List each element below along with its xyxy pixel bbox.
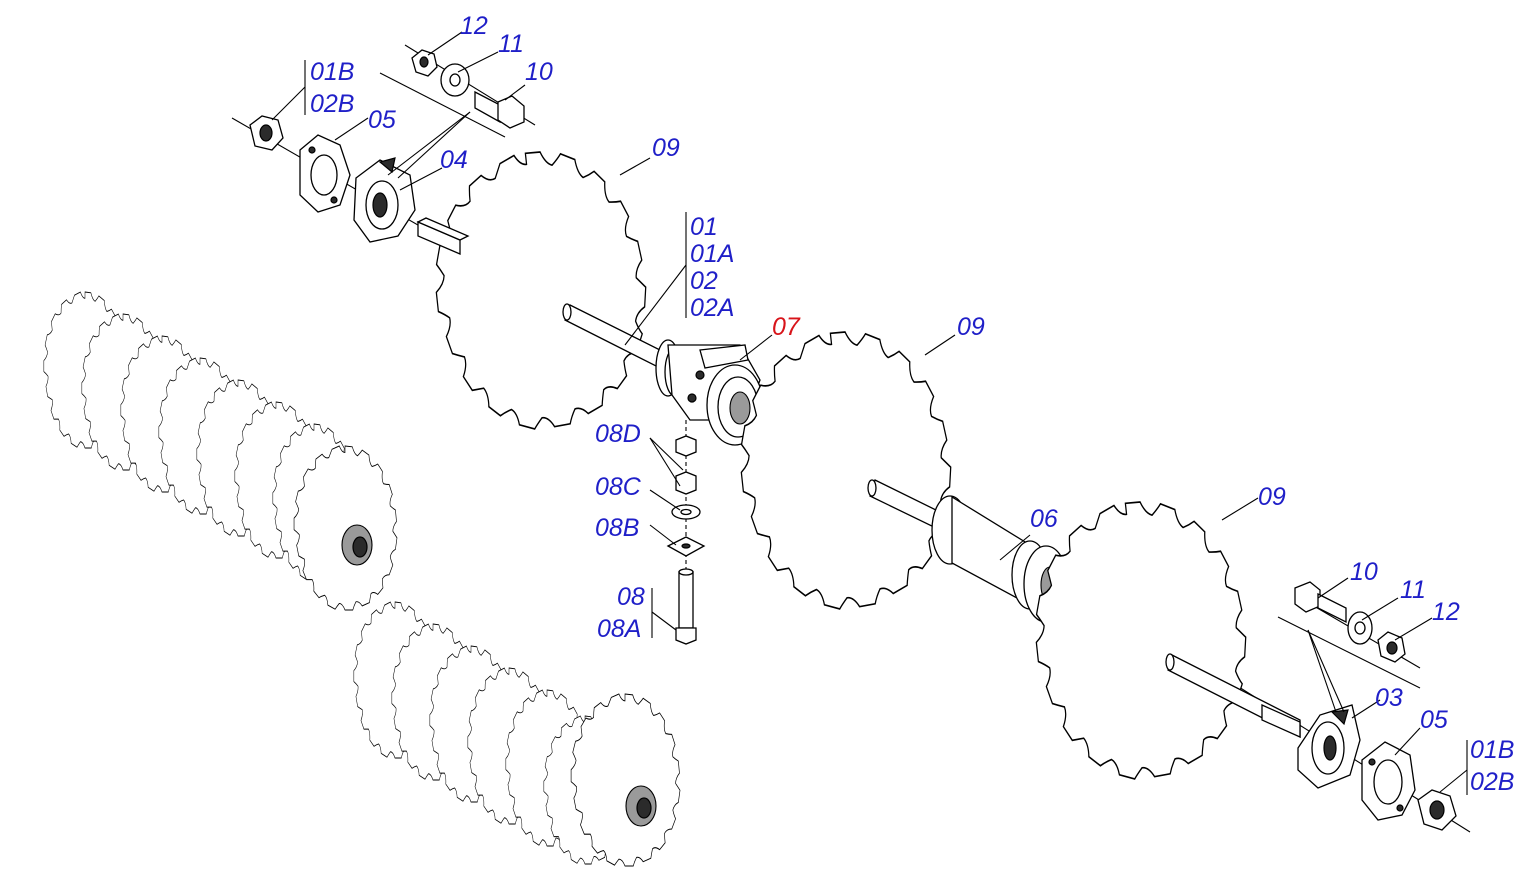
label-08C: 08C	[595, 473, 642, 501]
label-10-right: 10	[1350, 558, 1378, 586]
label-08: 08	[617, 583, 645, 611]
label-09-middle: 09	[957, 313, 985, 341]
label-08A: 08A	[597, 615, 641, 643]
disc-stack-upper	[43, 291, 398, 611]
label-01B-top: 01B	[310, 58, 354, 86]
disc-blade-top	[422, 133, 660, 447]
label-05-right: 05	[1420, 706, 1448, 734]
label-01B-right: 01B	[1470, 736, 1514, 764]
label-01-shaft: 01	[690, 213, 718, 241]
label-01A-shaft: 01A	[690, 240, 734, 268]
label-05-top: 05	[368, 106, 396, 134]
label-10-top: 10	[525, 58, 553, 86]
label-03-right: 03	[1375, 684, 1403, 712]
label-06-spacer: 06	[1030, 505, 1058, 533]
disc-blade-right	[1022, 483, 1260, 797]
label-12-right: 12	[1432, 598, 1460, 626]
shaft-right	[1165, 653, 1301, 739]
label-02-shaft: 02	[690, 267, 718, 295]
label-08D: 08D	[595, 420, 641, 448]
hardware-top-left	[249, 49, 525, 243]
bolt-stack-08	[666, 435, 706, 645]
square-shaft-end-top	[416, 217, 470, 255]
label-11-top: 11	[498, 30, 524, 58]
label-08B: 08B	[595, 514, 639, 542]
leader-lines	[271, 31, 1468, 795]
label-09-top: 09	[652, 134, 680, 162]
callout-labels: 12 11 10 01B 02B 05 04 09 01 01A 02 02A …	[310, 12, 1514, 796]
label-09-right: 09	[1258, 483, 1286, 511]
label-12-top: 12	[460, 12, 488, 40]
disc-stack-lower	[353, 601, 681, 867]
label-11-right: 11	[1400, 576, 1426, 604]
label-04-top: 04	[440, 146, 468, 174]
label-02B-top: 02B	[310, 90, 354, 118]
label-02A-shaft: 02A	[690, 294, 734, 322]
label-02B-right: 02B	[1470, 768, 1514, 796]
disc-blade-middle	[727, 313, 965, 627]
hardware-bottom-right	[1294, 581, 1457, 831]
label-07-bearing: 07	[772, 313, 801, 341]
